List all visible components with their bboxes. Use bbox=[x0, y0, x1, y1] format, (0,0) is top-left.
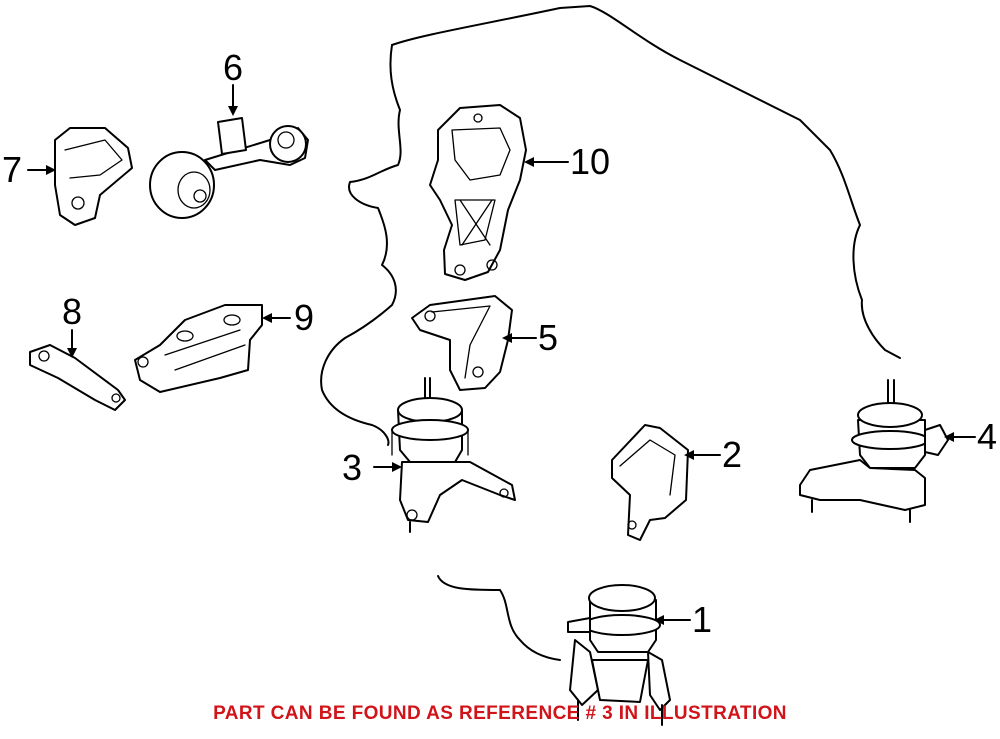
part-1-mount bbox=[567, 584, 671, 726]
callout-6: 6 bbox=[223, 47, 244, 88]
part-5-bracket bbox=[411, 295, 513, 391]
callout-7: 7 bbox=[2, 149, 23, 190]
callout-8: 8 bbox=[62, 291, 83, 332]
part-9-bracket bbox=[134, 304, 263, 393]
callout-4: 4 bbox=[977, 416, 998, 457]
part-10-bracket bbox=[429, 104, 527, 281]
reference-caption: PART CAN BE FOUND AS REFERENCE # 3 IN IL… bbox=[213, 703, 787, 724]
callout-10: 10 bbox=[570, 141, 611, 182]
part-2-bracket bbox=[611, 424, 689, 541]
callout-1: 1 bbox=[692, 599, 713, 640]
leader-lines bbox=[27, 84, 976, 625]
part-4-mount bbox=[799, 379, 949, 523]
callout-3: 3 bbox=[342, 447, 363, 488]
part-6-torque-rod bbox=[149, 117, 309, 219]
part-7-bracket bbox=[54, 127, 133, 226]
callout-2: 2 bbox=[722, 434, 743, 475]
part-8-bracket bbox=[29, 344, 126, 411]
engine-outline bbox=[320, 5, 901, 661]
callout-9: 9 bbox=[294, 297, 315, 338]
part-3-mount bbox=[391, 377, 516, 533]
callout-5: 5 bbox=[538, 317, 559, 358]
